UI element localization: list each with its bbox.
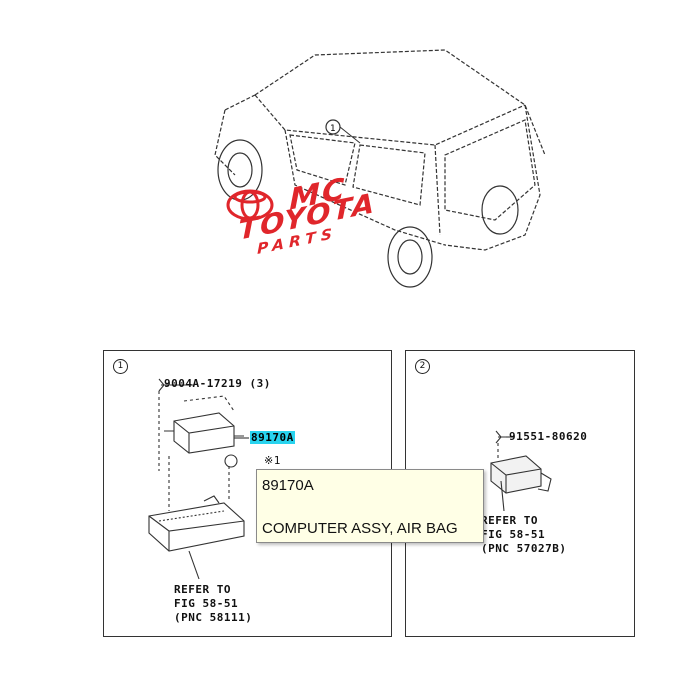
- tooltip-part-number: 89170A: [262, 477, 314, 494]
- vehicle-illustration: 1: [214, 49, 546, 288]
- refer-line-3-panel2: (PNC 57027B): [481, 542, 567, 555]
- note-mark: ※1: [264, 454, 281, 467]
- part-number-highlight[interactable]: 89170A: [250, 431, 295, 444]
- part-tooltip: 89170A COMPUTER ASSY, AIR BAG: [256, 469, 484, 543]
- refer-line-1: REFER TO: [174, 583, 231, 596]
- panel-badge-1: 1: [113, 359, 128, 374]
- refer-line-3: (PNC 58111): [174, 611, 253, 624]
- airbag-computer-drawing: [148, 378, 249, 580]
- toyota-logo-icon: [226, 189, 274, 221]
- tooltip-part-name: COMPUTER ASSY, AIR BAG: [262, 520, 458, 537]
- bolt-part-label: 9004A-17219 (3): [164, 377, 271, 390]
- car-callout: 1: [330, 124, 336, 134]
- refer-line-1-panel2: REFER TO: [481, 514, 538, 527]
- part-number-link-89170a[interactable]: 89170A: [250, 431, 295, 444]
- panel-badge-2: 2: [415, 359, 430, 374]
- bolt-part-label-2: 91551-80620: [509, 430, 588, 443]
- refer-line-2: FIG 58-51: [174, 597, 239, 610]
- sensor-drawing: [490, 430, 552, 512]
- refer-line-2-panel2: FIG 58-51: [481, 528, 546, 541]
- detail-panel-1: 1 9004A-17219 (3) 89170A ※1: [103, 350, 392, 637]
